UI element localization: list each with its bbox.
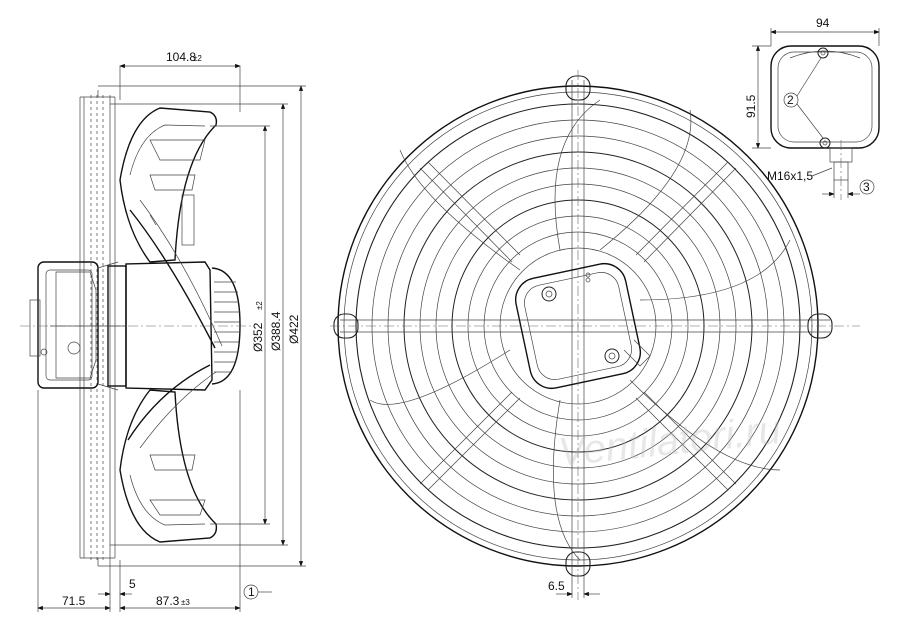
side-motor-box: [29, 261, 119, 391]
thread-value: M16x1,5: [767, 169, 813, 183]
side-rotor-hub: [107, 261, 241, 391]
dim-side-depth: 104.8 ±2: [119, 50, 241, 112]
callout-3: 3: [822, 179, 875, 198]
dim-352-tol: ±2: [255, 301, 264, 310]
side-grille: [79, 90, 116, 566]
callout-2-label: 2: [787, 93, 794, 107]
callout-1: 1: [243, 584, 272, 600]
front-view: 6.5 Ventilatori.ru: [330, 70, 860, 600]
dim-388-value: Ø388.4: [269, 311, 283, 351]
dim-91-5-value: 91.5: [744, 94, 758, 118]
callout-1-label: 1: [248, 585, 255, 599]
thread-label: M16x1,5: [767, 167, 833, 183]
dim-87-3-value: 87.3: [156, 594, 180, 608]
dim-87-3-tol: ±3: [181, 598, 190, 607]
dim-side-depth-tol: ±2: [193, 54, 202, 63]
front-blades: [369, 99, 791, 561]
side-blade-lower: [119, 364, 218, 543]
dim-94-value: 94: [816, 16, 830, 30]
dim-diameters: Ø352 ±2 Ø388.4 Ø422: [98, 85, 306, 567]
front-grille-struts: [333, 75, 833, 577]
dim-6-5-value: 6.5: [548, 579, 565, 593]
dim-box-height: 91.5: [744, 45, 771, 149]
dim-422-value: Ø422: [287, 314, 301, 344]
callout-3-label: 3: [863, 180, 870, 194]
front-motor-box: [514, 262, 651, 390]
callout-2: 2: [783, 57, 824, 139]
dim-grille-wire: 6.5: [548, 570, 600, 598]
terminal-box-detail: 2 94 91.5 M16x1,5 3: [744, 16, 880, 200]
dim-5-value: 5: [129, 577, 136, 591]
dim-box-width: 94: [770, 16, 880, 46]
dim-side-depth-value: 104.8: [166, 50, 196, 64]
dim-bottom: 71.5 5 87.3 ±3: [37, 390, 241, 612]
side-view: 104.8 ±2 Ø352 ±2 Ø388.4 Ø422: [20, 50, 306, 612]
side-blade-upper: [119, 107, 223, 349]
dim-71-5-value: 71.5: [62, 594, 86, 608]
dim-352-value: Ø352: [251, 322, 265, 352]
